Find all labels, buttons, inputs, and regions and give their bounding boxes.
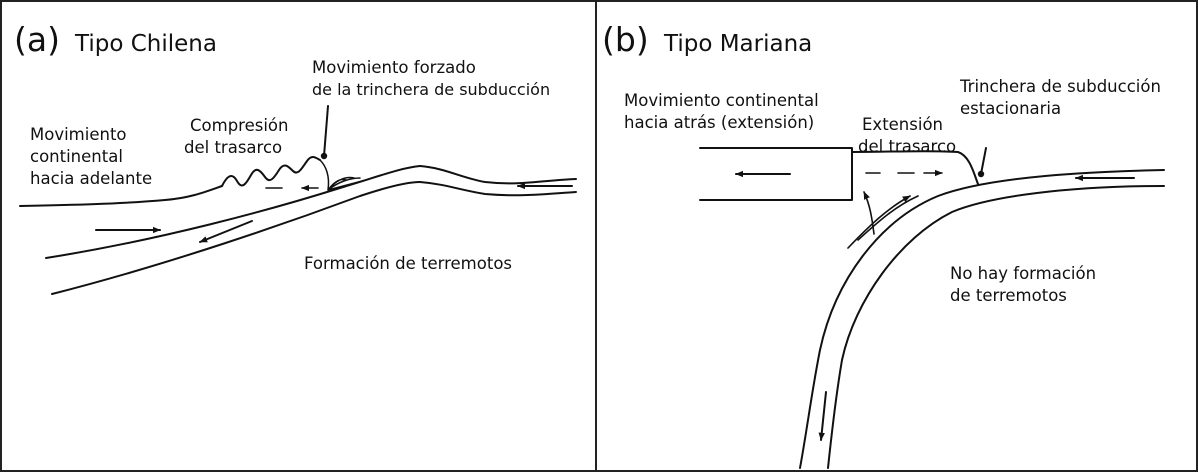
panel-a-letter: (a) [14,20,60,59]
panel-b-frame [595,0,1198,472]
label-continental-forward-line1: Movimiento [30,125,127,144]
oceanic-plate-bottom-a [419,181,577,197]
oceanic-plate-top-a [419,165,577,185]
panel-b-drawing [699,147,1165,469]
mantle-flow-3 [863,191,875,235]
slab-outer-b [799,169,1165,469]
label-forced-trench-line2: de la trinchera de subducción [312,80,551,99]
panel-b-title: Tipo Mariana [664,31,813,57]
label-backarc-extension-line2: del trasarco [858,137,957,156]
accretion-wedge [319,159,367,191]
label-earthquake-formation: Formación de terremotos [304,254,513,273]
continental-crust-surface-a [19,185,223,207]
forced-trench-pointer [323,105,329,157]
label-compression-line2: del trasarco [184,138,283,157]
subducting-slab-top-a [45,165,421,259]
backarc-basin-surface [851,150,979,185]
panel-b-letter: (b) [602,20,649,59]
mantle-flow-2 [857,195,919,241]
label-continental-backward-line1: Movimiento continental [624,91,819,110]
slab-down-arrow-a [199,220,253,243]
slab-down-arrow-b [818,391,827,441]
label-no-earthquakes-line1: No hay formación [950,264,1097,283]
label-continental-forward-line2: continental [30,147,123,166]
label-forced-trench-line1: Movimiento forzado [312,58,476,77]
label-continental-backward-line2: hacia atrás (extensión) [624,113,815,132]
label-stationary-trench-line2: estacionaria [960,99,1062,118]
label-compression-line1: Compresión [190,116,289,135]
panel-a-drawing [19,105,577,295]
mantle-flow-1 [847,195,911,249]
continental-block-b [699,147,853,201]
panel-a-title: Tipo Chilena [75,31,217,57]
stationary-trench-pointer [980,147,987,175]
label-continental-forward-line3: hacia adelante [30,169,153,188]
label-stationary-trench-line1: Trinchera de subducción [960,77,1161,96]
subducting-slab-bottom-a [51,181,421,295]
label-backarc-extension-line1: Extensión [862,115,944,134]
slab-inner-b [827,185,1165,469]
compression-wave-ridge [221,156,321,187]
label-no-earthquakes-line2: de terremotos [950,286,1067,305]
